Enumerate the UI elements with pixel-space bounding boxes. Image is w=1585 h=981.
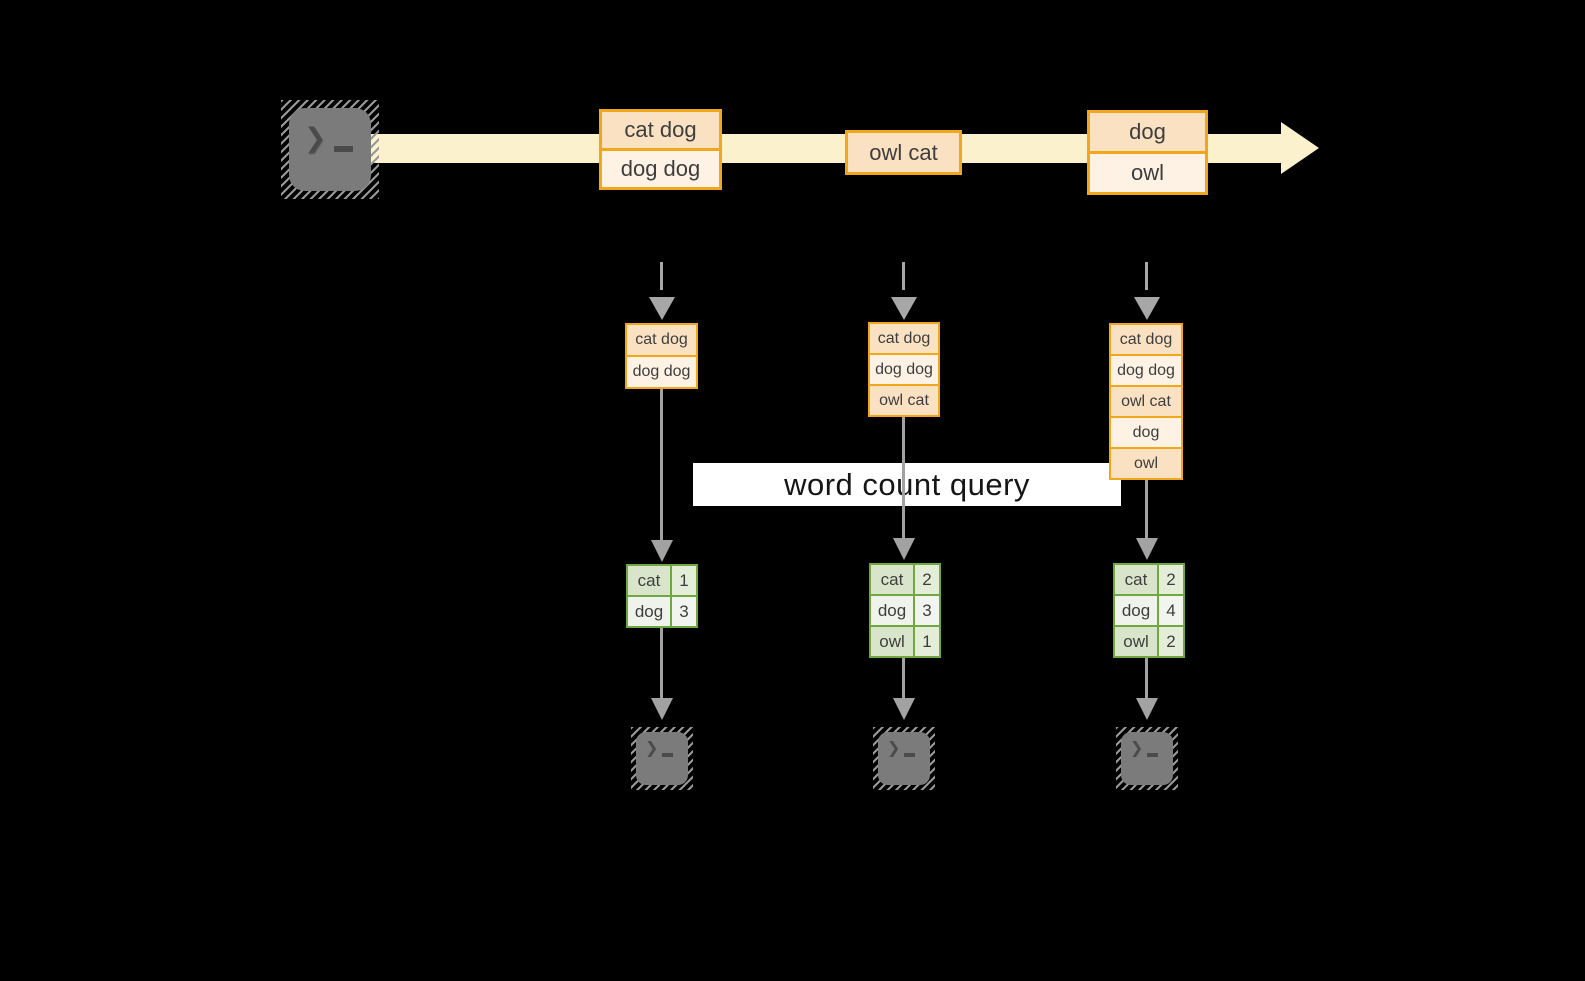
terminal-screen: ❯	[878, 732, 930, 785]
state-cell: cat dog	[870, 324, 938, 353]
count-word-cell: dog	[871, 596, 913, 625]
terminal-sink-icon-3: ❯	[1116, 727, 1178, 790]
dashed-arrow-head	[1134, 297, 1160, 320]
terminal-sink-icon-2: ❯	[873, 727, 935, 790]
dashed-arrow-line	[660, 262, 663, 290]
count-word-cell: dog	[628, 597, 670, 626]
stream-event-box-1: cat dog dog dog	[599, 109, 722, 190]
terminal-sink-icon-1: ❯	[631, 727, 693, 790]
count-table-1: cat 1 dog 3	[626, 564, 698, 628]
count-word-cell: cat	[1115, 565, 1157, 594]
dashed-arrow-line	[1145, 262, 1148, 290]
state-box-1: cat dog dog dog	[625, 323, 698, 389]
count-value-cell: 3	[672, 597, 696, 626]
arrow-head	[651, 698, 673, 720]
terminal-screen: ❯	[289, 108, 371, 191]
query-label-band: word count query	[693, 463, 1121, 506]
stream-event-cell: owl	[1090, 154, 1205, 192]
count-value-cell: 4	[1159, 596, 1183, 625]
terminal-cursor-icon	[904, 753, 916, 757]
count-value-cell: 2	[1159, 627, 1183, 656]
count-value-cell: 2	[915, 565, 939, 594]
terminal-cursor-icon	[662, 753, 674, 757]
arrow-line	[660, 389, 663, 540]
arrow-head	[1136, 698, 1158, 720]
stream-event-cell: dog dog	[602, 151, 719, 187]
terminal-prompt-icon: ❯	[887, 740, 901, 757]
state-cell: dog dog	[870, 355, 938, 384]
count-word-cell: owl	[1115, 627, 1157, 656]
count-value-cell: 3	[915, 596, 939, 625]
arrow-head	[893, 698, 915, 720]
arrow-line	[902, 417, 905, 538]
state-cell: owl	[1111, 449, 1181, 478]
stream-event-box-3: dog owl	[1087, 110, 1208, 195]
stream-event-cell: cat dog	[602, 112, 719, 148]
terminal-prompt-icon: ❯	[304, 123, 327, 153]
dashed-arrow-head	[649, 297, 675, 320]
terminal-cursor-icon	[1147, 753, 1159, 757]
state-cell: cat dog	[1111, 325, 1181, 354]
count-word-cell: cat	[628, 566, 670, 595]
state-cell: dog dog	[1111, 356, 1181, 385]
count-value-cell: 1	[915, 627, 939, 656]
state-box-3: cat dog dog dog owl cat dog owl	[1109, 323, 1183, 480]
arrow-line	[1145, 658, 1148, 698]
stream-event-box-2: owl cat	[845, 130, 962, 175]
count-value-cell: 2	[1159, 565, 1183, 594]
terminal-screen: ❯	[1121, 732, 1173, 785]
arrow-head	[893, 538, 915, 560]
count-table-3: cat 2 dog 4 owl 2	[1113, 563, 1185, 658]
state-cell: owl cat	[870, 386, 938, 415]
count-word-cell: owl	[871, 627, 913, 656]
count-value-cell: 1	[672, 566, 696, 595]
terminal-prompt-icon: ❯	[645, 740, 659, 757]
terminal-cursor-icon	[333, 146, 353, 152]
state-cell: cat dog	[627, 325, 696, 355]
stream-event-cell: dog	[1090, 113, 1205, 151]
stream-event-cell: owl cat	[848, 133, 959, 172]
state-box-2: cat dog dog dog owl cat	[868, 322, 940, 417]
terminal-source-icon: ❯	[281, 100, 379, 199]
dashed-arrow-line	[902, 262, 905, 290]
arrow-line	[902, 658, 905, 698]
state-cell: dog dog	[627, 357, 696, 387]
arrow-line	[660, 628, 663, 698]
terminal-prompt-icon: ❯	[1130, 740, 1144, 757]
query-label: word count query	[784, 466, 1030, 502]
state-cell: owl cat	[1111, 387, 1181, 416]
arrow-head	[651, 540, 673, 562]
terminal-screen: ❯	[636, 732, 688, 785]
count-word-cell: cat	[871, 565, 913, 594]
arrow-line	[1145, 480, 1148, 538]
count-table-2: cat 2 dog 3 owl 1	[869, 563, 941, 658]
stream-arrow-head	[1281, 122, 1319, 174]
count-word-cell: dog	[1115, 596, 1157, 625]
state-cell: dog	[1111, 418, 1181, 447]
arrow-head	[1136, 538, 1158, 560]
dashed-arrow-head	[891, 297, 917, 320]
